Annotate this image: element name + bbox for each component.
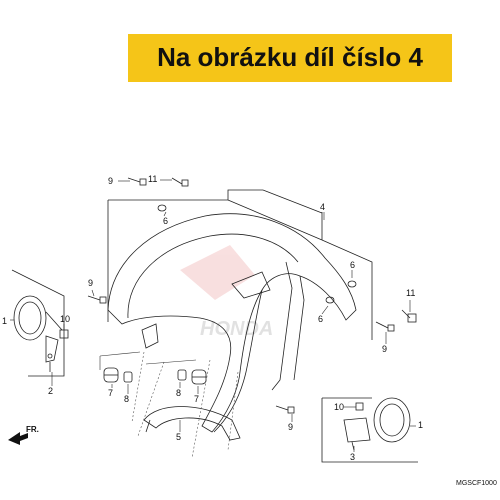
callout-8-left: 8 — [124, 394, 129, 404]
grommet-right-1 — [347, 280, 357, 288]
collar-center — [177, 369, 187, 381]
collar-left — [123, 371, 133, 383]
cushion-center — [191, 369, 207, 385]
front-fender — [107, 213, 357, 433]
guide-lines — [99, 351, 197, 370]
callout-3: 3 — [350, 452, 355, 462]
left-bracket — [45, 335, 59, 372]
callout-11: 11 — [148, 174, 157, 184]
callout-10-right: 10 — [334, 402, 344, 412]
front-direction-arrow: FR. — [8, 425, 39, 445]
banner-text: Na obrázku díl číslo 4 — [157, 41, 423, 72]
callout-7-center: 7 — [194, 394, 199, 404]
callout-1-right: 1 — [418, 420, 423, 430]
callout-6-right: 6 — [350, 260, 355, 270]
callout-9: 9 — [108, 176, 113, 186]
alignment-lines — [131, 351, 239, 459]
callout-6: 6 — [163, 216, 168, 226]
bolt-top-center — [171, 177, 189, 187]
left-reflector — [11, 269, 65, 377]
callout-10-left: 10 — [60, 314, 70, 324]
callout-labels: 9 11 6 4 6 6 9 11 9 1 10 2 7 8 8 7 5 9 1… — [2, 174, 423, 462]
bolt-top-left — [127, 177, 147, 186]
bolt-right — [375, 321, 395, 332]
right-reflector — [321, 397, 418, 463]
right-nut — [355, 402, 364, 411]
grommet-right-2 — [325, 296, 335, 304]
bolt-lower — [275, 405, 295, 414]
diagram-code: MGSCF1000 — [456, 480, 497, 487]
cushion-left — [103, 367, 119, 383]
fender-stay — [143, 406, 241, 441]
callout-9-lower: 9 — [288, 422, 293, 432]
callout-9-right: 9 — [382, 344, 387, 354]
callout-8-center: 8 — [176, 388, 181, 398]
highlight-banner: Na obrázku díl číslo 4 — [128, 34, 452, 82]
callout-11-right: 11 — [406, 288, 415, 298]
callout-7-left: 7 — [108, 388, 113, 398]
bolt-left — [87, 295, 107, 304]
leader-lines — [10, 179, 416, 452]
callout-5: 5 — [176, 432, 181, 442]
callout-4: 4 — [320, 202, 325, 212]
callout-2: 2 — [48, 386, 53, 396]
callout-9-left: 9 — [88, 278, 93, 288]
watermark-logo: HONDA — [180, 245, 273, 340]
callout-1-left: 1 — [2, 316, 7, 326]
right-bracket — [343, 417, 371, 451]
bolt-right-upper — [401, 309, 417, 323]
grommet-top — [157, 204, 167, 212]
callout-6-lower: 6 — [318, 314, 323, 324]
direction-label: FR. — [26, 425, 39, 434]
part-4-bracket — [107, 189, 373, 340]
